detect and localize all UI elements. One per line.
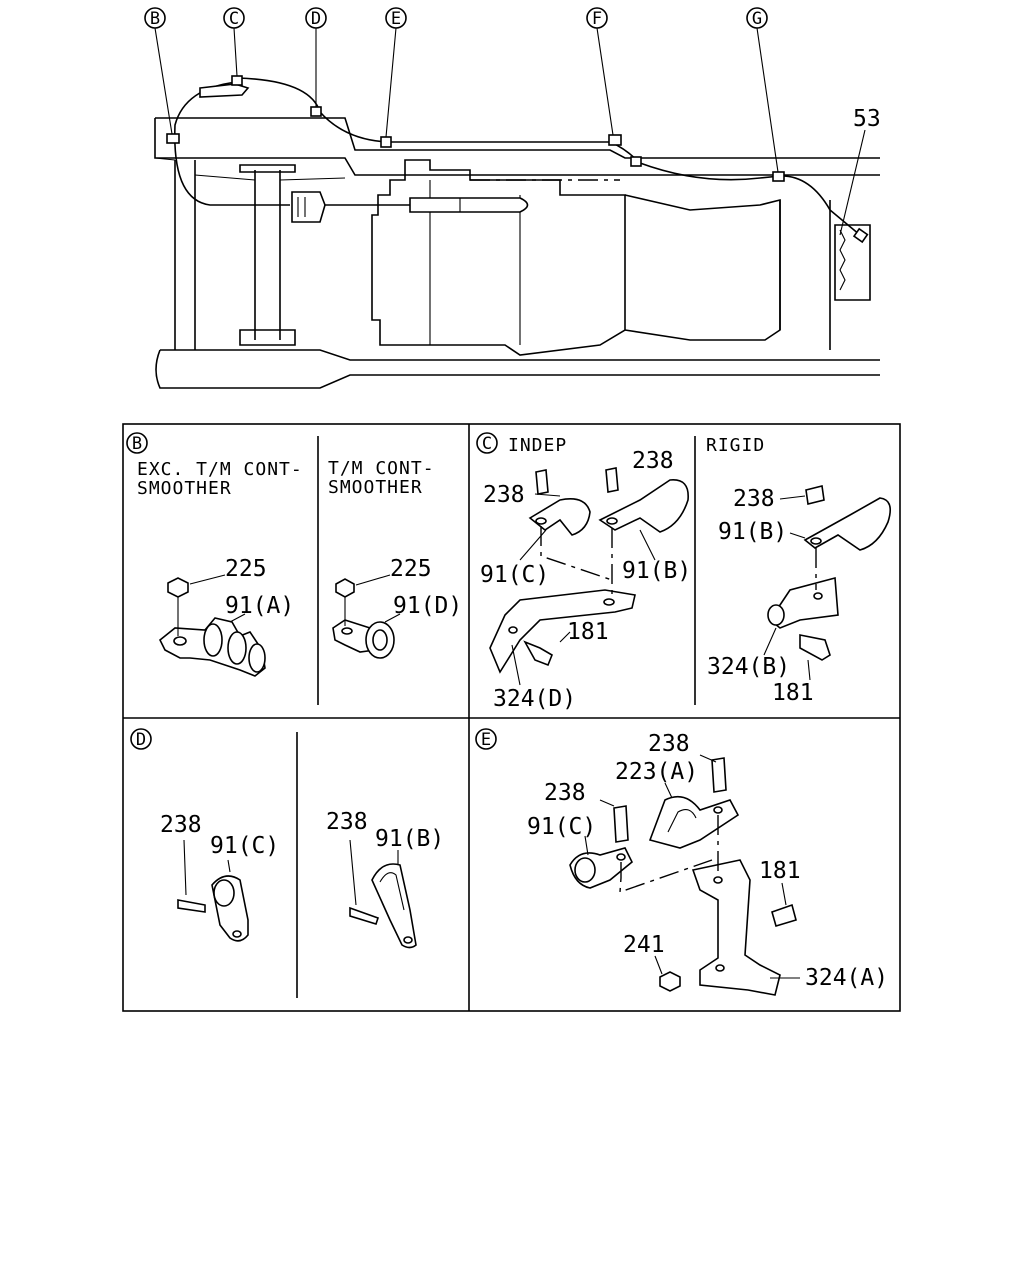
callout-c: C — [229, 9, 239, 29]
detail-grid — [122, 423, 901, 1012]
panel-c-indep-181-label: 181 — [567, 619, 609, 645]
panel-d-left-clip-label: 91(C) — [210, 833, 279, 859]
panel-d-left-bolt-label: 238 — [160, 812, 202, 838]
panel-c-rigid-bolt-label: 238 — [733, 486, 775, 512]
callout-d: D — [311, 9, 321, 29]
panel-c-indep-bracket-label: 324(D) — [493, 686, 576, 712]
panel-c-letter: C — [482, 434, 492, 454]
panel-b-left-caption-2: SMOOTHER — [137, 478, 232, 499]
panel-e-241-label: 241 — [623, 932, 665, 958]
panel-b-right-caption-1: T/M CONT- — [328, 458, 435, 479]
chassis-overview: B C D E F G 53 — [144, 7, 881, 389]
panel-c-indep-clip-c-label: 91(C) — [480, 562, 549, 588]
panel-d-right-clip-label: 91(B) — [375, 826, 444, 852]
panel-c-indep-bolt-1-label: 238 — [483, 482, 525, 508]
panel-c-indep-label: INDEP — [508, 435, 567, 456]
panel-e-clip-223-label: 223(A) — [615, 759, 698, 785]
panel-e: E 238 223(A) 238 91(C) 181 241 324(A) — [475, 728, 888, 996]
callout-e: E — [391, 9, 401, 29]
panel-b-letter: B — [132, 434, 142, 454]
panel-b: B EXC. T/M CONT- SMOOTHER T/M CONT- SMOO… — [126, 432, 462, 677]
panel-d-letter: D — [136, 730, 146, 750]
panel-c-rigid-label: RIGID — [706, 435, 765, 456]
panel-c-rigid-clip-label: 91(B) — [718, 519, 787, 545]
panel-b-right-caption-2: SMOOTHER — [328, 477, 423, 498]
panel-b-right-nut-label: 225 — [390, 556, 432, 582]
panel-e-bolt-top-label: 238 — [648, 731, 690, 757]
panel-c-rigid-181-label: 181 — [772, 680, 814, 706]
panel-b-left-nut-label: 225 — [225, 556, 267, 582]
panel-b-right-clip-label: 91(D) — [393, 593, 462, 619]
panel-b-left-caption-1: EXC. T/M CONT- — [137, 459, 303, 480]
panel-d-right-bolt-label: 238 — [326, 809, 368, 835]
panel-e-bolt-mid-label: 238 — [544, 780, 586, 806]
panel-e-181-label: 181 — [759, 858, 801, 884]
callout-f: F — [592, 9, 602, 29]
callout-g: G — [752, 9, 762, 29]
panel-e-letter: E — [481, 730, 491, 750]
panel-b-left-clip-label: 91(A) — [225, 593, 294, 619]
callout-b: B — [150, 9, 160, 29]
panel-d: D 238 91(C) 238 91(B) — [130, 728, 444, 949]
panel-e-clip-91c-label: 91(C) — [527, 814, 596, 840]
panel-c: C INDEP RIGID 238 238 91(C) 91(B) 181 32… — [476, 432, 891, 712]
panel-c-rigid-bracket-label: 324(B) — [707, 654, 790, 680]
panel-c-indep-bolt-2-label: 238 — [632, 448, 674, 474]
panel-e-bracket-label: 324(A) — [805, 965, 888, 991]
ref-53-label: 53 — [853, 106, 881, 132]
panel-c-indep-clip-b-label: 91(B) — [622, 558, 691, 584]
